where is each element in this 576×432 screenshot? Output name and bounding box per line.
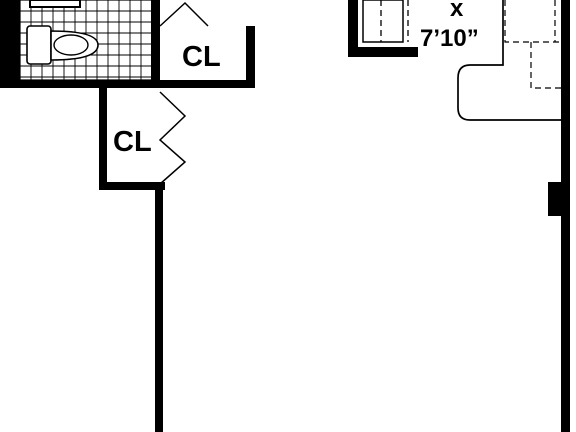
upper-closet: CL (159, 1, 255, 88)
lower-closet: CL (99, 88, 187, 190)
lower-closet-left-wall (99, 88, 107, 190)
living-room-left-wall (155, 182, 163, 432)
upper-closet-right-wall (246, 26, 255, 88)
lower-closet-bottom-wall (99, 182, 165, 190)
window-fixture (348, 0, 418, 57)
toilet-fixture (26, 25, 99, 65)
kitchen-counter (457, 0, 561, 121)
bathroom-bottom-wall (0, 80, 160, 88)
bathroom-left-wall (0, 0, 20, 88)
dimension-value-label: 7’10” (420, 25, 479, 52)
right-exterior-wall (561, 0, 570, 432)
upper-closet-bottom-wall (160, 80, 255, 88)
dimension-x-label: x (450, 0, 464, 22)
lower-closet-bifold-door (158, 91, 187, 185)
upper-closet-label: CL (182, 41, 221, 73)
upper-closet-bifold-door (159, 1, 209, 27)
bathroom-closet-wall (151, 0, 160, 88)
right-wall-column (548, 182, 562, 216)
lower-closet-label: CL (113, 126, 152, 158)
bathroom-tile-floor (19, 0, 156, 81)
